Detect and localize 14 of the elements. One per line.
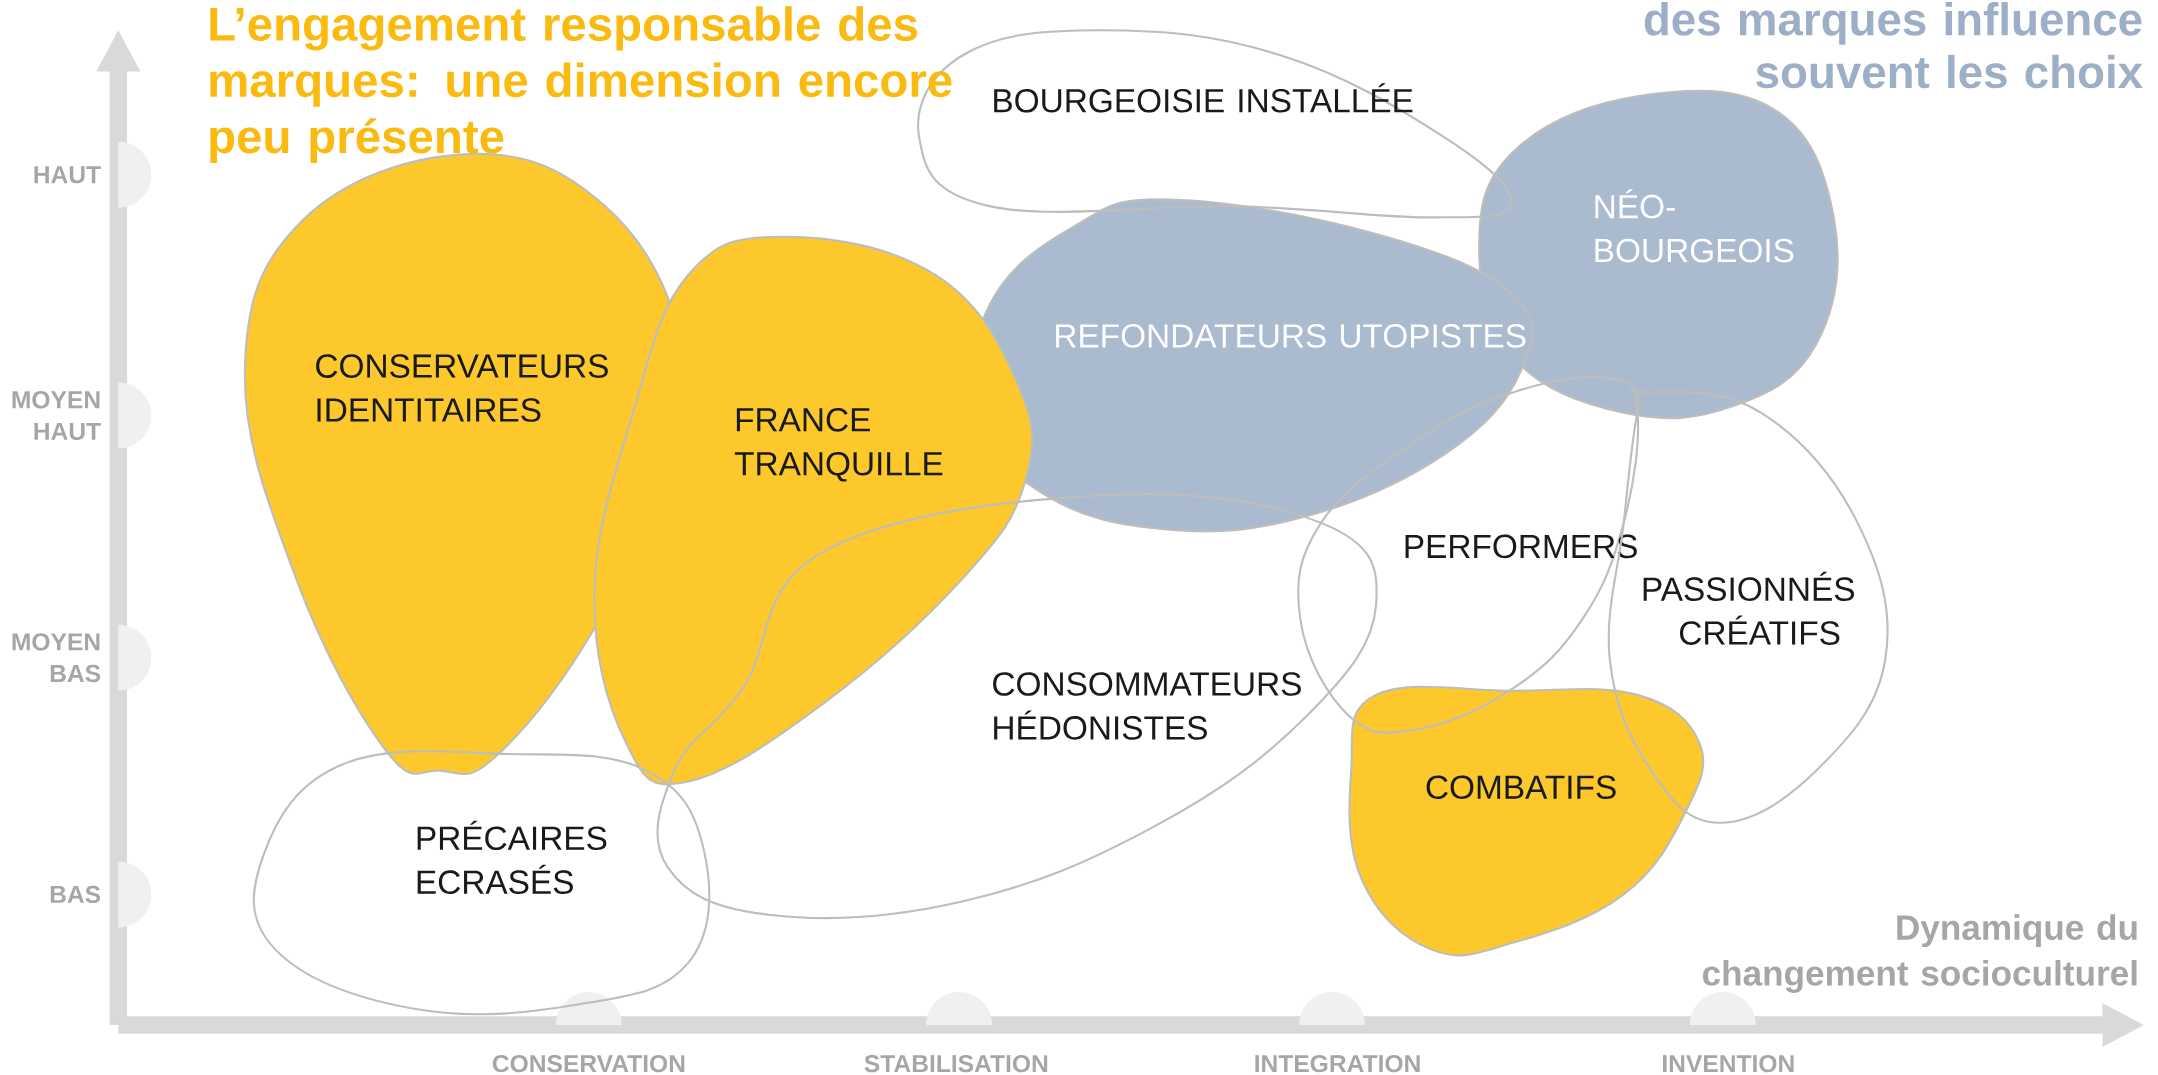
axis-tick-label: MOYEN HAUT (12, 391, 101, 441)
heading-text: des marques influence souvent les choix (1644, 2, 2143, 89)
axis-title: Dynamique du changement socioculturel (1702, 914, 2137, 993)
axis-tick-label: MOYEN BAS (12, 633, 101, 683)
segment-blob: REFONDATEURS UTOPISTES (970, 198, 1534, 533)
segment-blob: CONSOMMATEURS HÉDONISTES (656, 493, 1378, 920)
axis-tick-label: INTEGRATION (1255, 1054, 1420, 1073)
axis-tick-label: HAUT (34, 166, 101, 184)
axis-tick-label: INVENTION (1663, 1054, 1794, 1073)
segment-blob: COMBATIFS (1348, 685, 1705, 957)
segment-blob: PRÉCAIRES ECRASÉS (252, 750, 711, 1016)
axis-tick-label: STABILISATION (864, 1054, 1048, 1073)
axis-tick-label: BAS (50, 885, 101, 904)
axis-tick-label: CONSERVATION (492, 1054, 685, 1073)
